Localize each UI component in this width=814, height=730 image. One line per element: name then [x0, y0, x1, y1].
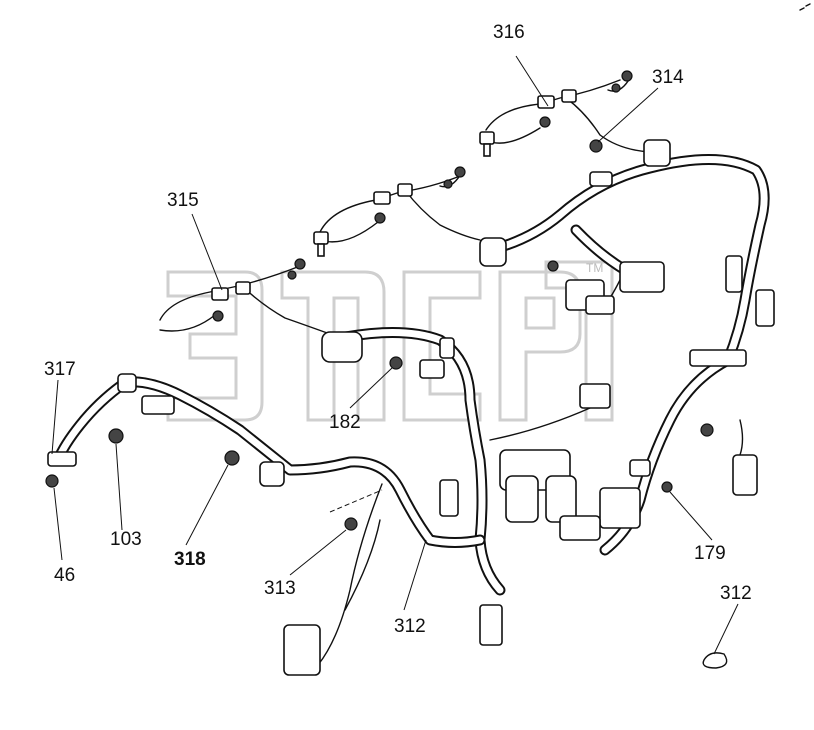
sensor-cable-315	[159, 258, 331, 335]
watermark: TM	[166, 260, 614, 422]
callout-labels: 316 314 315 317 182 103 318 46 313 312 1…	[44, 22, 752, 637]
fasteners	[45, 139, 714, 531]
trademark-mark: TM	[586, 261, 603, 275]
callout-315: 315	[167, 190, 199, 211]
corner-mark	[799, 3, 811, 11]
sensor-cable-middle	[313, 166, 481, 257]
callout-314: 314	[652, 67, 684, 88]
sensor-cable-316	[479, 70, 651, 157]
callout-318: 318	[174, 549, 206, 570]
callout-312: 312	[394, 616, 426, 637]
callout-46: 46	[54, 565, 75, 586]
callout-313: 313	[264, 578, 296, 599]
callout-317: 317	[44, 359, 76, 380]
callout-179: 179	[694, 543, 726, 564]
callout-316: 316	[493, 22, 525, 43]
connectors	[47, 139, 775, 676]
callout-182: 182	[329, 412, 361, 433]
callout-312-detail: 312	[720, 583, 752, 604]
callout-103: 103	[110, 529, 142, 550]
leader-lines	[51, 55, 739, 655]
